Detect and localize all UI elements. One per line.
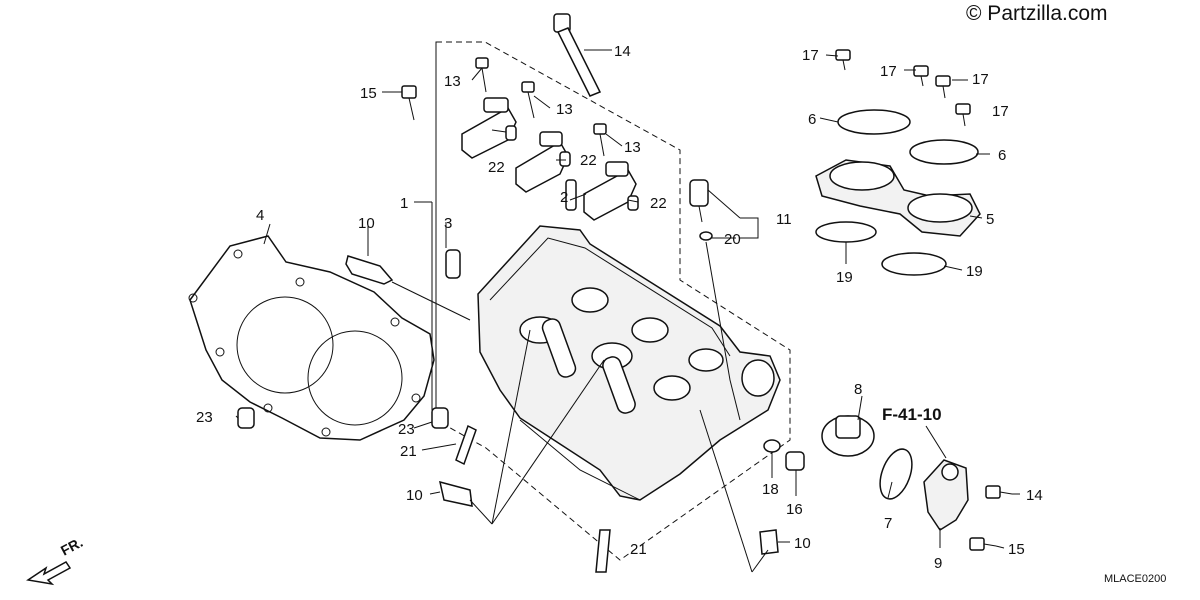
diagram-code: MLACE0200 [1104,573,1166,585]
insulator-clamp-left [837,109,911,135]
washer-18 [763,439,781,453]
callout-17: 17 [802,47,819,64]
callout-23: 23 [196,409,213,426]
callout-1: 1 [400,195,408,212]
front-label: FR. [58,534,85,559]
thermostat-8 [821,415,875,457]
callout-12: 14 [614,43,631,60]
watermark: © Partzilla.com [966,2,1108,25]
callout-7: 7 [884,515,892,532]
callout-14: 14 [1026,487,1043,504]
callout-19: 19 [966,263,983,280]
callout-11: 11 [776,211,792,228]
callout-10: 10 [794,535,811,552]
stud-bolt-upper [455,424,477,466]
bolt-13-a [475,57,489,93]
o-ring-19-right [881,252,947,276]
callout-3: 3 [444,215,452,232]
callout-9: 9 [934,555,942,572]
callout-22: 22 [650,195,667,212]
callout-19: 19 [836,269,853,286]
assembly-outline [435,41,791,561]
dowel-pin-3 [445,249,461,279]
callout-16: 16 [786,501,803,518]
head-gasket [188,235,435,441]
callout-10: 10 [406,487,423,504]
plug-16 [785,451,805,471]
callout-20: 20 [724,231,741,248]
bolt-14-upper [985,485,1013,499]
bolt-17-d [955,103,971,127]
camshaft-holder-1 [461,97,517,159]
callout-13: 13 [556,101,573,118]
callout-15: 15 [360,85,377,102]
camshaft-holder-3 [583,161,639,221]
callout-labels: 14 13 13 13 15 22 22 22 2 1 3 4 10 11 20… [196,43,1043,572]
reference-code: F-41-10 [882,405,942,424]
long-bolt-12 [553,13,602,97]
bolt-13-b [521,81,535,119]
front-arrow: FR. [26,534,85,586]
thermostat-housing-9 [923,459,969,532]
callout-21: 21 [400,443,417,460]
o-ring-19-left [815,221,877,243]
callout-17: 17 [972,71,989,88]
callout-6: 6 [998,147,1006,164]
callout-8: 8 [854,381,862,398]
spark-plug-top [345,255,471,321]
insulator-clamp-right [909,139,979,165]
dowel-pin-2 [565,179,577,211]
callout-17: 17 [992,103,1009,120]
bolt-17-a [835,49,851,71]
callout-2: 2 [560,189,568,206]
dowel-pin-right [431,407,449,429]
callout-6: 6 [808,111,816,128]
sensor-11 [689,179,713,241]
callout-4: 4 [256,207,264,224]
callout-18: 18 [762,481,779,498]
dowel-pin-left [237,407,255,429]
bolt-17-c [935,75,951,99]
intake-insulator [815,159,981,237]
callout-17: 17 [880,63,897,80]
bolt-14-lower [969,537,997,551]
callout-21: 21 [630,541,647,558]
spark-plug-lower-right [759,529,779,555]
callout-14: 15 [1008,541,1025,558]
cylinder-head [477,225,781,501]
bolt-15 [401,85,417,121]
callout-5: 5 [986,211,994,228]
camshaft-holder-2 [515,131,571,193]
stud-bolt-lower [595,529,611,573]
callout-22: 22 [580,152,597,169]
gasket-7 [879,448,913,500]
callout-13: 13 [624,139,641,156]
bolt-13-c [593,123,607,157]
callout-13: 13 [444,73,461,90]
callout-22: 22 [488,159,505,176]
callout-23: 23 [398,421,415,438]
spark-plug-lower-left [438,480,473,507]
leader-lines [235,49,1020,573]
callout-10: 10 [358,215,375,232]
bolt-17-b [913,65,929,87]
